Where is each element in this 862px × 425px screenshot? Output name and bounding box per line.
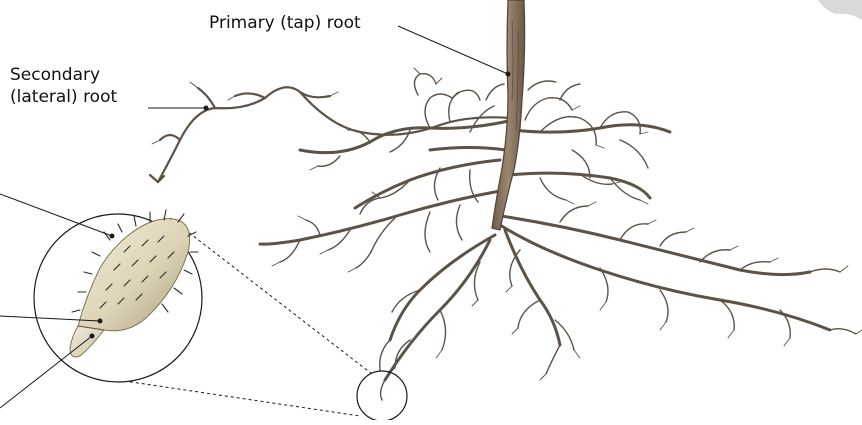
secondary-root-label-line2: (lateral) root: [10, 86, 117, 108]
taproot: [492, 0, 525, 230]
magnified-root-tip: [34, 210, 202, 382]
secondary-root-label-line1: Secondary: [10, 64, 117, 86]
leader-primary-root: [398, 26, 508, 74]
primary-root-label: Primary (tap) root: [209, 12, 361, 34]
corner-shape: [818, 0, 862, 20]
secondary-root-label: Secondary (lateral) root: [10, 64, 117, 108]
leader-root-hair: [0, 194, 112, 236]
root-branches: [150, 68, 862, 400]
root-tip-highlight-circle: [357, 371, 407, 420]
projection-line-lower: [118, 380, 360, 416]
